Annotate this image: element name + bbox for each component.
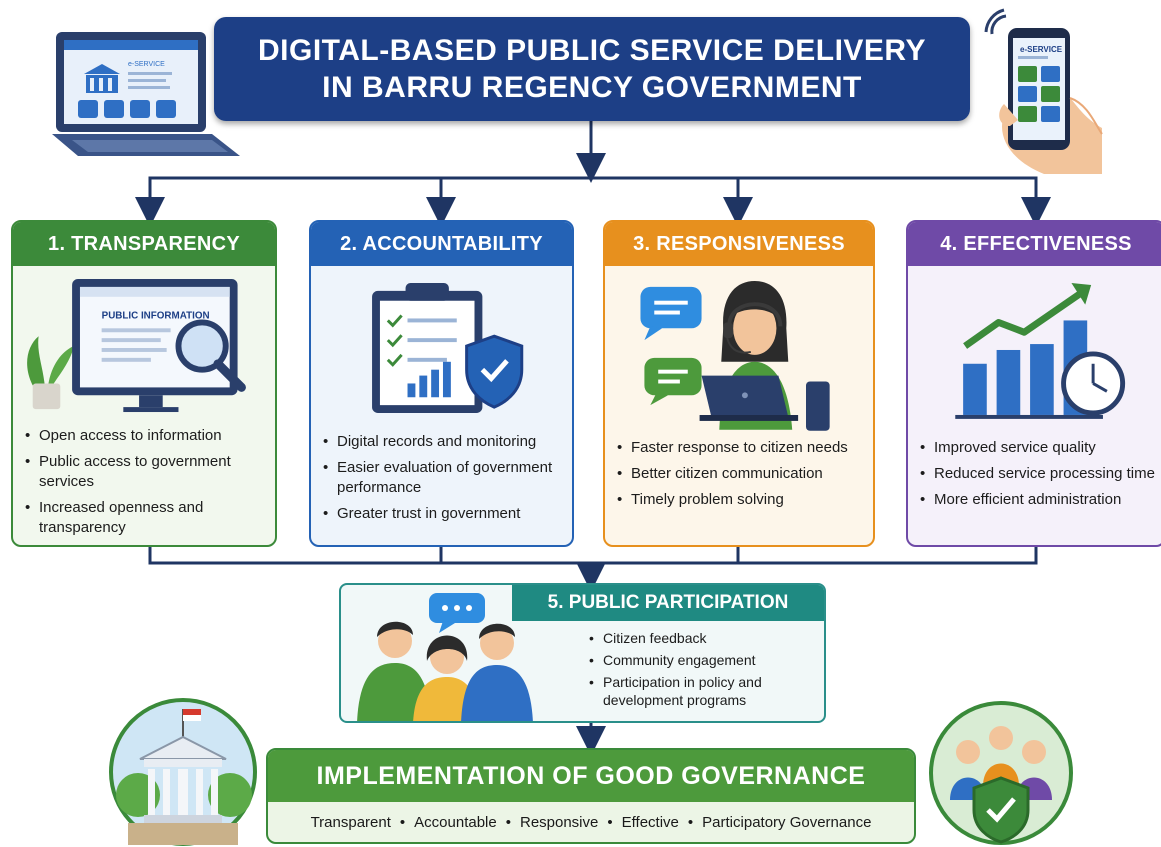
clipboard-shield-icon: [372, 283, 524, 414]
list-item: Faster response to citizen needs: [615, 438, 869, 458]
card-transparency: 1. TRANSPARENCY PUBLIC INFORMATION Open …: [11, 220, 277, 547]
transparency-bullets: Open access to information Public access…: [23, 426, 271, 544]
title-line-2: IN BARRU REGENCY GOVERNMENT: [322, 71, 862, 104]
separator-dot: •: [399, 813, 406, 831]
list-item: Timely problem solving: [615, 490, 869, 510]
public-information-label: PUBLIC INFORMATION: [102, 310, 210, 321]
governance-principles: Transparent • Accountable • Responsive •…: [268, 802, 914, 842]
laptop-screen-label: e-SERVICE: [128, 61, 165, 68]
smartphone-icon: e-SERVICE: [984, 8, 1103, 174]
good-governance-banner: IMPLEMENTATION OF GOOD GOVERNANCE Transp…: [266, 748, 916, 844]
community-shield-icon: [929, 701, 1073, 845]
list-item: Participation in policy and development …: [587, 673, 820, 709]
card-title: 3. RESPONSIVENESS: [605, 222, 873, 266]
list-item: Open access to information: [23, 426, 271, 446]
card-responsiveness: 3. RESPONSIVENESS Faster response to cit…: [603, 220, 875, 547]
separator-dot: •: [687, 813, 694, 831]
list-item: Easier evaluation of government performa…: [321, 458, 568, 498]
government-building-icon: [109, 698, 257, 846]
card-effectiveness: 4. EFFECTIVENESS Improved service qualit…: [906, 220, 1161, 547]
principle-item: Accountable: [414, 813, 497, 831]
list-item: More efficient administration: [918, 490, 1160, 510]
responsiveness-bullets: Faster response to citizen needs Better …: [615, 438, 869, 516]
principle-item: Responsive: [519, 813, 599, 831]
principle-item: Participatory Governance: [702, 813, 872, 831]
governance-title: IMPLEMENTATION OF GOOD GOVERNANCE: [268, 750, 914, 802]
principle-item: Effective: [621, 813, 679, 831]
growth-chart-clock-icon: [955, 283, 1126, 419]
card-title: 4. EFFECTIVENESS: [908, 222, 1161, 266]
separator-dot: •: [607, 813, 613, 831]
title-line-1: DIGITAL-BASED PUBLIC SERVICE DELIVERY: [257, 34, 926, 67]
citizens-discussion-icon: [357, 593, 533, 721]
merge-line: [148, 547, 1038, 565]
accountability-bullets: Digital records and monitoring Easier ev…: [321, 432, 568, 530]
list-item: Better citizen communication: [615, 464, 869, 484]
list-item: Greater trust in government: [321, 504, 568, 524]
list-item: Reduced service processing time: [918, 464, 1160, 484]
separator-dot: •: [505, 813, 511, 831]
card-accountability: 2. ACCOUNTABILITY Digital records and mo…: [309, 220, 574, 547]
participation-title: 5. PUBLIC PARTICIPATION: [512, 585, 824, 621]
card-public-participation: 5. PUBLIC PARTICIPATION Citizen feedback…: [339, 583, 826, 723]
list-item: Digital records and monitoring: [321, 432, 568, 452]
phone-screen-label: e-SERVICE: [1020, 45, 1063, 54]
main-title-banner: DIGITAL-BASED PUBLIC SERVICE DELIVERY IN…: [214, 17, 970, 121]
list-item: Improved service quality: [918, 438, 1160, 458]
effectiveness-bullets: Improved service quality Reduced service…: [918, 438, 1160, 516]
participation-bullets: Citizen feedback Community engagement Pa…: [587, 629, 820, 713]
card-title: 1. TRANSPARENCY: [13, 222, 275, 266]
laptop-icon: e-SERVICE: [52, 32, 240, 156]
list-item: Public access to government services: [23, 452, 271, 492]
support-agent-icon: [640, 281, 830, 431]
principle-item: Transparent: [310, 813, 391, 831]
list-item: Increased openness and transparency: [23, 498, 271, 538]
monitor-magnifier-icon: PUBLIC INFORMATION: [27, 279, 246, 413]
list-item: Community engagement: [587, 651, 820, 669]
list-item: Citizen feedback: [587, 629, 820, 647]
card-title: 2. ACCOUNTABILITY: [311, 222, 572, 266]
branch-line: [148, 176, 1038, 205]
